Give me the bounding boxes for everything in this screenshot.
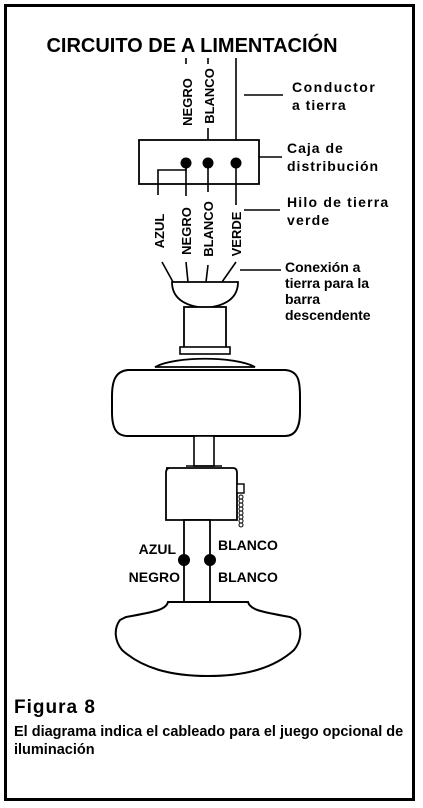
conexion-label-line1: Conexión a bbox=[285, 259, 361, 275]
hilo-label-line1: Hilo de tierra bbox=[287, 194, 389, 210]
caja-label-line1: Caja de bbox=[287, 140, 344, 156]
figure-caption: Figura 8 El diagrama indica el cableado … bbox=[14, 697, 409, 759]
hilo-label-line2: verde bbox=[287, 212, 330, 228]
light-kit-dots bbox=[178, 554, 216, 566]
downrod bbox=[183, 306, 227, 350]
downrod-collar bbox=[179, 346, 231, 355]
conexion-label-line4: descendente bbox=[285, 307, 371, 323]
fan-verde-label: VERDE bbox=[229, 211, 244, 256]
light-blanco-top-label: BLANCO bbox=[218, 537, 278, 553]
fan-blanco-label: BLANCO bbox=[201, 201, 216, 257]
conductor-label-line2: a tierra bbox=[292, 97, 347, 113]
pull-chain-switch bbox=[236, 483, 245, 494]
conexion-label-line2: tierra para la bbox=[285, 275, 369, 291]
conductor-label-line1: Conductor bbox=[292, 79, 376, 95]
fan-wires bbox=[157, 163, 237, 283]
motor-housing-top bbox=[154, 357, 256, 368]
conexion-label-line3: barra bbox=[285, 291, 320, 307]
supply-blanco-label: BLANCO bbox=[202, 68, 217, 124]
canopy-cup bbox=[171, 281, 239, 309]
fan-azul-label: AZUL bbox=[152, 214, 167, 249]
switch-coupler bbox=[193, 435, 215, 467]
junction-dots bbox=[180, 157, 242, 169]
fan-negro-label: NEGRO bbox=[179, 207, 194, 255]
caja-label-line2: distribución bbox=[287, 158, 379, 174]
supply-negro-label: NEGRO bbox=[180, 78, 195, 126]
motor-housing bbox=[111, 369, 301, 437]
light-negro-label: NEGRO bbox=[129, 569, 180, 585]
figure-number: Figura 8 bbox=[14, 697, 96, 718]
light-blanco-bottom-label: BLANCO bbox=[218, 569, 278, 585]
diagram-title: CIRCUITO DE A LIMENTACIÓN bbox=[46, 33, 337, 57]
figure-description: El diagrama indica el cableado para el j… bbox=[14, 724, 404, 758]
light-bowl bbox=[114, 601, 302, 678]
switch-housing bbox=[165, 467, 238, 521]
light-azul-label: AZUL bbox=[139, 541, 177, 557]
pull-chain bbox=[238, 494, 244, 528]
